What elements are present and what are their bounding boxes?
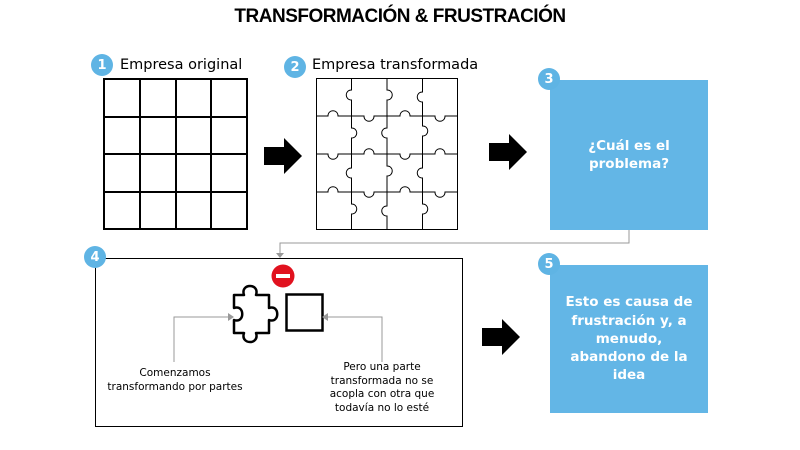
left-pointer-line [173, 313, 234, 362]
step-2-label: Empresa transformada [312, 57, 479, 73]
step-4-panel [95, 258, 463, 427]
right-arrow-icon [482, 319, 520, 355]
step-2-badge: 2 [284, 56, 306, 78]
no-entry-icon [271, 264, 295, 288]
step-5-badge: 5 [538, 253, 560, 275]
step-3-badge: 3 [538, 68, 560, 90]
original-grid [103, 78, 248, 230]
step-1-badge: 1 [91, 54, 113, 76]
connector-line [276, 230, 630, 258]
right-arrow-icon [264, 138, 302, 174]
step-5-text: Esto es causa de frustración y, a menudo… [565, 294, 693, 384]
puzzle-piece-icon [232, 284, 279, 344]
right-arrow-icon [489, 134, 527, 170]
step-4-caption-right: Pero una parte transformada no se acopla… [329, 361, 435, 414]
step-1-label: Empresa original [120, 57, 243, 73]
step-4-caption-left: Comenzamos transformando por partes [107, 367, 243, 393]
step-4-badge: 4 [84, 246, 106, 268]
square-block-icon [285, 293, 324, 332]
page-title: TRANSFORMACIÓN & FRUSTRACIÓN [234, 6, 566, 27]
right-pointer-line [322, 313, 383, 362]
step-5-box: Esto es causa de frustración y, a menudo… [550, 265, 708, 413]
puzzle-grid [316, 78, 458, 230]
step-3-text: ¿Cuál es el problema? [588, 137, 670, 172]
step-3-box: ¿Cuál es el problema? [550, 80, 708, 230]
